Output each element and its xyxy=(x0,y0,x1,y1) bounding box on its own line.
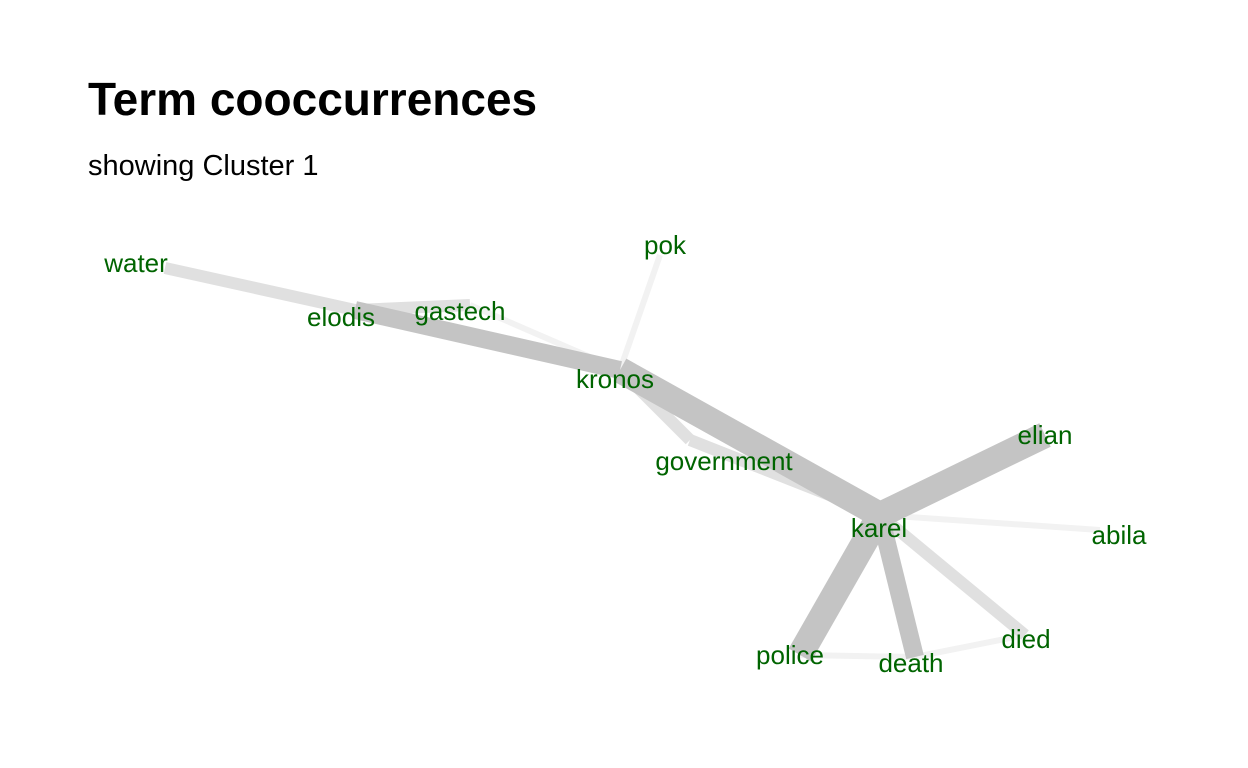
node-label-kronos: kronos xyxy=(576,364,654,394)
node-label-elian: elian xyxy=(1018,420,1073,450)
node-label-government: government xyxy=(655,446,793,476)
edge-karel-died xyxy=(876,510,1029,640)
edges-layer xyxy=(163,254,1101,662)
edge-police-death xyxy=(799,652,916,660)
edge-karel-death xyxy=(871,512,924,660)
node-label-died: died xyxy=(1001,624,1050,654)
node-label-death: death xyxy=(878,648,943,678)
edge-elian-karel xyxy=(874,423,1051,527)
edge-water-elodis xyxy=(163,262,357,316)
chart-subtitle: showing Cluster 1 xyxy=(88,150,319,182)
edge-karel-abila xyxy=(879,512,1101,533)
node-label-water: water xyxy=(103,248,168,278)
edge-karel-police xyxy=(788,508,892,662)
edge-kronos-karel xyxy=(613,358,887,527)
node-label-elodis: elodis xyxy=(307,302,375,332)
node-label-karel: karel xyxy=(851,513,907,543)
chart-title: Term cooccurrences xyxy=(88,73,538,125)
labels-layer: water elodis gastech pok kronos government eli… xyxy=(103,230,1147,678)
node-label-abila: abila xyxy=(1092,520,1147,550)
edge-death-died xyxy=(914,632,1026,660)
node-label-police: police xyxy=(756,640,824,670)
edge-elodis-kronos xyxy=(353,301,622,379)
node-label-gastech: gastech xyxy=(414,296,505,326)
node-label-pok: pok xyxy=(644,230,687,260)
edge-pok-kronos xyxy=(617,254,663,371)
